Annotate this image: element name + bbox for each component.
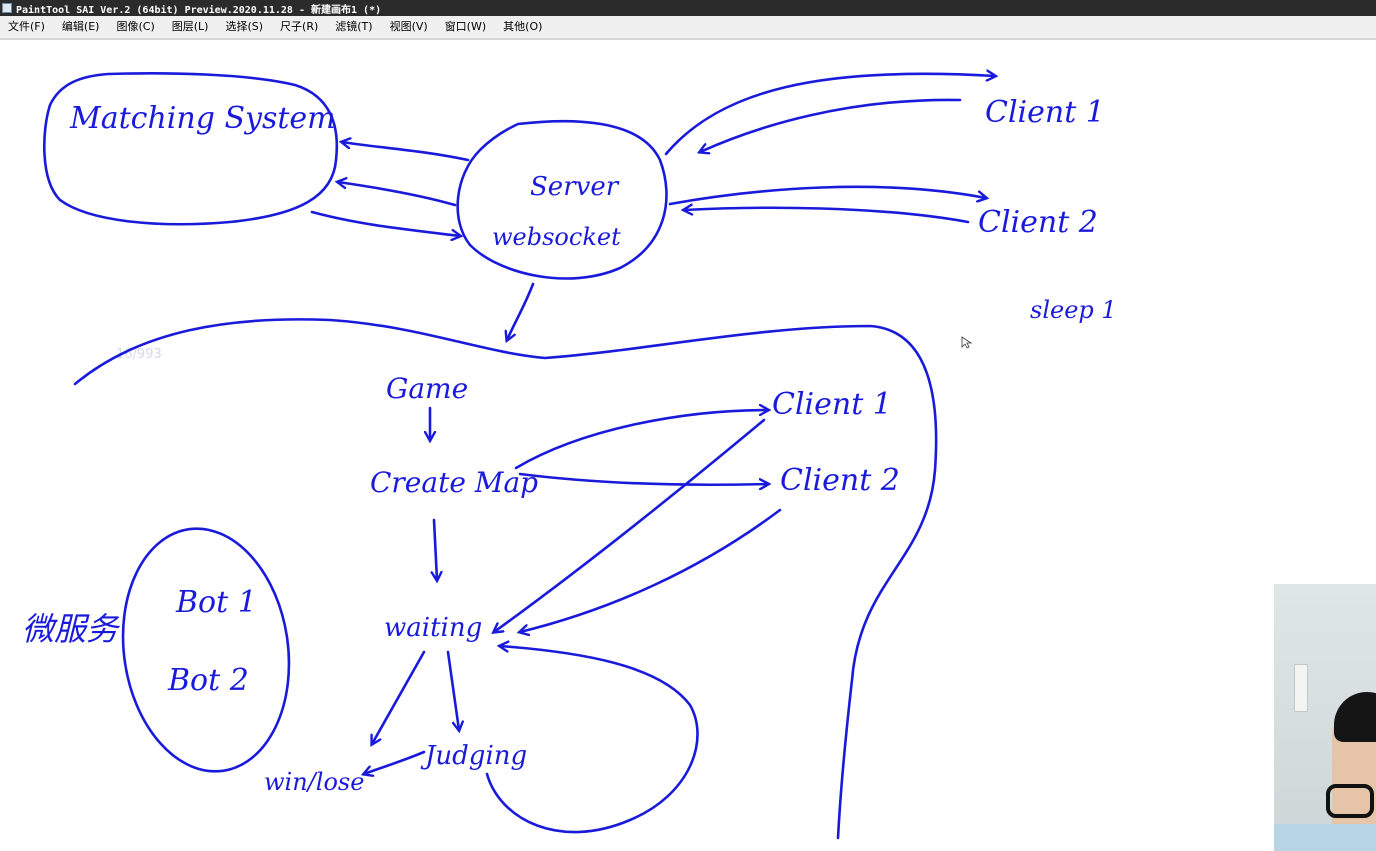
- presenter-shirt: [1274, 824, 1376, 851]
- arrow-createmap-to-waiting: [434, 518, 437, 580]
- arrow-client2-to-waiting: [520, 508, 782, 632]
- webcam-overlay: [1274, 584, 1376, 851]
- arrow-createmap-to-client1: [514, 410, 768, 470]
- menu-edit[interactable]: 编辑(E): [61, 20, 100, 33]
- menu-ruler[interactable]: 尺子(R): [280, 20, 319, 33]
- app-icon: [2, 3, 12, 13]
- client1-mid-label: Client 1: [772, 387, 892, 422]
- bot2-label: Bot 2: [167, 663, 249, 698]
- presenter-hair: [1334, 692, 1376, 742]
- arrow-server-to-client1: [664, 74, 995, 156]
- arrow-createmap-to-client2: [518, 472, 768, 485]
- arrow-matching-to-server: [310, 210, 460, 236]
- arrow-judging-loop-to-waiting: [485, 646, 699, 834]
- sketch-layer: 16/993 Matching System Server websocket …: [22, 40, 1117, 840]
- menu-separator: [0, 38, 1376, 40]
- arrow-client2-to-server: [684, 208, 970, 224]
- judging-label: Judging: [420, 741, 527, 771]
- game-boundary: [73, 318, 938, 840]
- arrow-server-to-client2: [668, 185, 986, 206]
- create-map-label: Create Map: [370, 466, 538, 499]
- presenter-glasses: [1326, 784, 1374, 818]
- server-outline: [456, 119, 668, 280]
- arrow-client1-to-waiting: [494, 418, 766, 632]
- matching-system-label: Matching System: [69, 101, 336, 136]
- sleep-label: sleep 1: [1030, 296, 1117, 324]
- arrow-server-to-matching-2: [338, 182, 457, 207]
- websocket-label: websocket: [492, 223, 621, 251]
- arrow-server-to-matching-1: [342, 142, 470, 162]
- bot-pool-outline: [121, 527, 291, 773]
- arrow-cursor-icon: [961, 336, 973, 349]
- menu-layer[interactable]: 图层(L): [171, 20, 209, 33]
- game-label: Game: [386, 372, 468, 405]
- win-lose-label: win/lose: [264, 768, 364, 796]
- menu-window[interactable]: 窗口(W): [444, 20, 487, 33]
- window-title: PaintTool SAI Ver.2 (64bit) Preview.2020…: [16, 4, 382, 16]
- menu-select[interactable]: 选择(S): [225, 20, 264, 33]
- menu-image[interactable]: 图像(C): [116, 20, 155, 33]
- waiting-label: waiting: [384, 613, 482, 643]
- menu-filter[interactable]: 滤镜(T): [335, 20, 373, 33]
- drawing-canvas[interactable]: 16/993 Matching System Server websocket …: [0, 40, 1376, 851]
- arrow-waiting-to-judging: [446, 650, 459, 730]
- arrow-judging-to-winlose: [364, 750, 426, 774]
- menu-other[interactable]: 其他(O): [503, 20, 543, 33]
- wall-switch: [1294, 664, 1308, 712]
- menu-file[interactable]: 文件(F): [8, 20, 45, 33]
- micro-service-label: 微服务: [22, 610, 121, 648]
- server-label: Server: [530, 172, 620, 202]
- arrow-client1-to-server: [700, 98, 962, 152]
- arrow-waiting-to-winlose: [372, 650, 426, 744]
- bot1-label: Bot 1: [175, 585, 257, 620]
- title-bar: PaintTool SAI Ver.2 (64bit) Preview.2020…: [0, 0, 1376, 16]
- menu-bar: 文件(F) 编辑(E) 图像(C) 图层(L) 选择(S) 尺子(R) 滤镜(T…: [0, 16, 1376, 38]
- client1-top-label: Client 1: [985, 95, 1105, 130]
- matching-system-outline: [43, 72, 339, 226]
- arrow-server-to-game: [507, 282, 535, 340]
- menu-view[interactable]: 视图(V): [389, 20, 428, 33]
- client2-mid-label: Client 2: [780, 463, 900, 498]
- client2-top-label: Client 2: [978, 205, 1098, 240]
